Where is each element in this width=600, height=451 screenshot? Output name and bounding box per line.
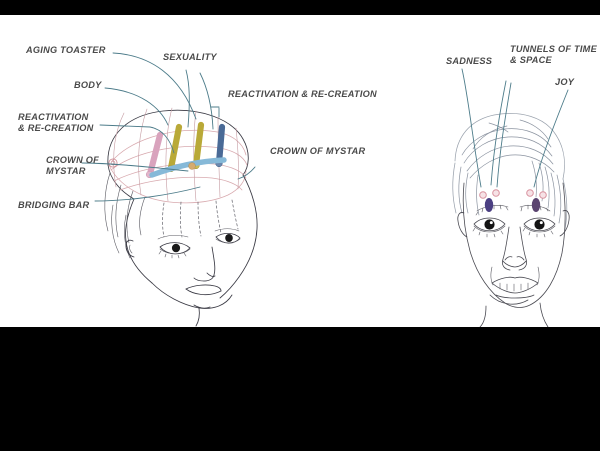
bottom-black-band [0,327,600,451]
illustration-canvas: .ol { fill:none; stroke:#3a3a44; stroke-… [0,15,600,327]
label-crown-of-mystar-line1: CROWN OF [46,155,100,165]
label-joy: JOY [555,77,575,87]
right-leader-lines [461,68,569,188]
label-reactivation-line1: REACTIVATION [18,112,89,122]
cranium-bars [145,121,227,179]
label-bridging-bar: BRIDGING BAR [18,200,90,210]
right-face-outline [457,182,570,327]
top-black-band [0,0,600,15]
diagram-svg: .ol { fill:none; stroke:#3a3a44; stroke-… [81,52,570,327]
label-reactivation-line2: & RE-CREATION [18,123,94,133]
left-face-outline [104,172,258,327]
right-hair [452,113,568,230]
label-crown-of-mystar-line2: MYSTAR [46,166,86,176]
label-sadness: SADNESS [446,56,493,66]
label-sexuality: SEXUALITY [163,52,217,62]
right-head-figure [452,68,570,327]
label-aging-toaster: AGING TOASTER [26,45,106,55]
right-forehead-points [479,189,547,212]
label-crown-of-mystar-right: CROWN OF MYSTAR [270,146,366,156]
label-tunnels-line2: & SPACE [510,55,552,65]
label-tunnels-line1: TUNNELS OF TIME [510,44,597,54]
left-head-figure [81,52,258,327]
left-leader-lines [81,52,256,202]
label-reactivation-recreation-right: REACTIVATION & RE-CREATION [228,89,377,99]
label-body: BODY [74,80,102,90]
